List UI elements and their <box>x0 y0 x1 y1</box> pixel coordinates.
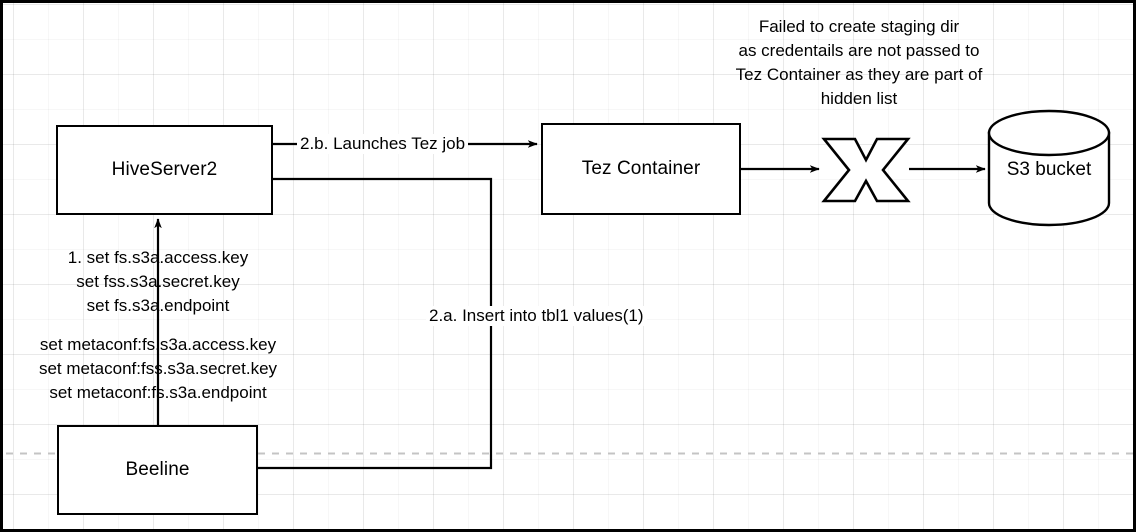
failure-cross-shape <box>821 137 911 203</box>
edge-label-launch-tez: 2.b. Launches Tez job <box>297 134 469 154</box>
edge-label-insert-query: 2.a. Insert into tbl1 values(1) <box>426 306 647 326</box>
node-hiveserver2-label: HiveServer2 <box>111 159 218 180</box>
node-beeline[interactable]: Beeline <box>57 425 258 515</box>
annotation-metaconf-note: set metaconf:fs.s3a.access.key set metac… <box>38 335 278 402</box>
node-tez-container-label: Tez Container <box>581 158 701 179</box>
annotation-settings-note: 1. set fs.s3a.access.key set fss.s3a.sec… <box>67 248 249 315</box>
node-tez-container[interactable]: Tez Container <box>541 123 741 215</box>
annotation-failure-note: Failed to create staging dir as credenta… <box>735 17 983 108</box>
node-hiveserver2[interactable]: HiveServer2 <box>56 125 273 215</box>
node-beeline-label: Beeline <box>125 459 190 480</box>
node-s3-bucket-label: S3 bucket <box>1006 159 1092 180</box>
